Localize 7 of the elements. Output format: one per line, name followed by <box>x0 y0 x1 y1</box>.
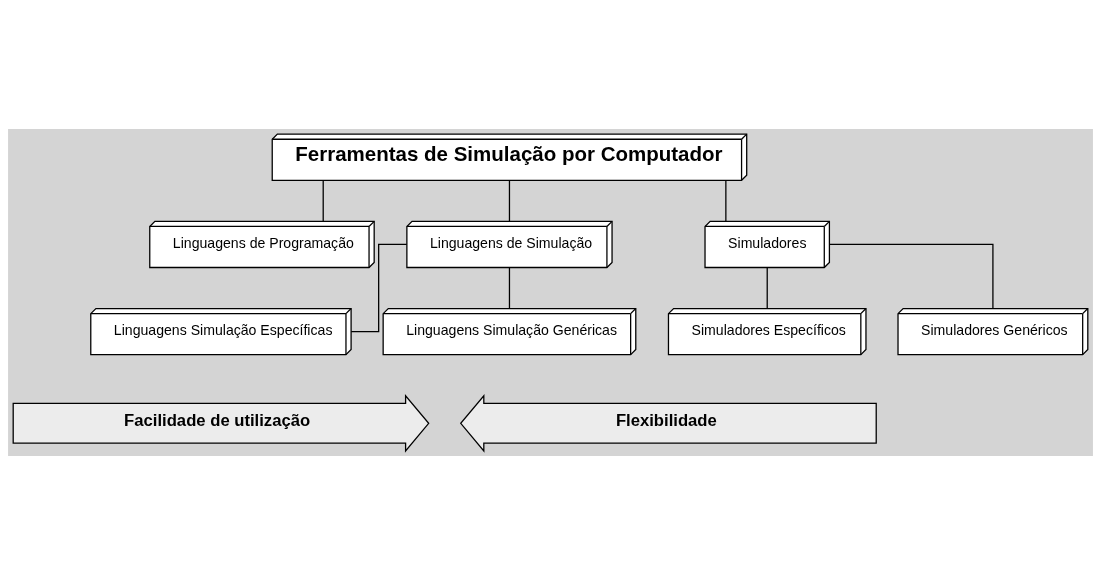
connector <box>350 243 408 333</box>
connector <box>828 243 994 309</box>
connector <box>725 179 727 222</box>
connector <box>766 267 768 309</box>
connector <box>322 179 324 222</box>
connector <box>508 179 511 222</box>
connector <box>508 267 511 309</box>
